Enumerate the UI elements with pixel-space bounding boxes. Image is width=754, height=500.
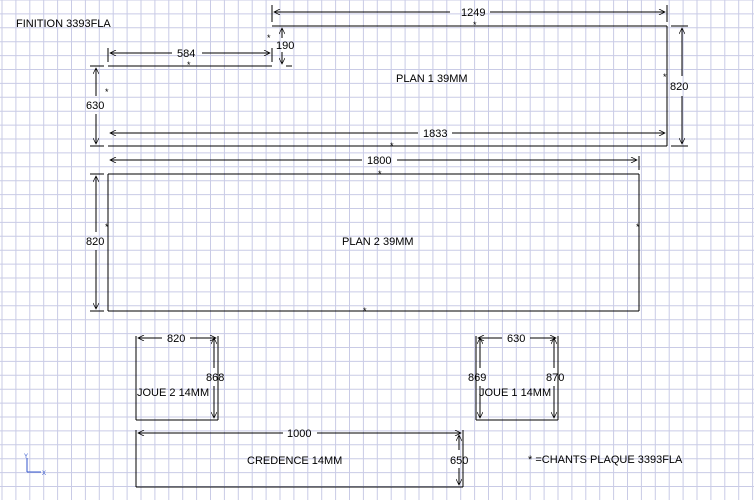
ucs-icon: Y X [24,454,46,477]
joue2-dim-height: 868 [206,372,224,384]
credence-dim-length: 1000 [287,428,311,440]
piece-plan2: PLAN 2 39MM 1800 820 * * * * [86,155,640,316]
piece-plan1: PLAN 1 39MM 1249 584 190 630 820 18 [86,5,688,151]
edge-banding-mark: * [473,20,477,30]
edge-legend: * =CHANTS PLAQUE 3393FLA [528,454,683,466]
edge-banding-mark: * [105,87,109,97]
joue1-label: JOUE 1 14MM [479,387,551,399]
edge-banding-mark: * [363,306,367,316]
plan1-dim-right-depth: 820 [670,81,688,93]
edge-banding-mark: * [105,222,109,232]
ucs-x-label: X [42,471,46,477]
plan2-dim-length: 1800 [367,155,391,167]
joue2-dim-width: 820 [167,333,185,345]
plan2-dim-depth: 820 [86,236,104,248]
plan1-dim-left-depth: 630 [86,100,104,112]
edge-banding-mark: * [390,141,394,151]
joue1-dim-width: 630 [507,333,525,345]
credence-label: CREDENCE 14MM [247,455,342,467]
joue1-dim-height-right: 870 [546,372,564,384]
edge-banding-mark: * [636,222,640,232]
plan2-label: PLAN 2 39MM [342,236,414,248]
finish-title: FINITION 3393FLA [16,18,111,30]
plan1-dim-total-length: 1833 [423,128,447,140]
piece-joue1: JOUE 1 14MM 630 869 870 [468,333,564,421]
plan1-dim-top-length: 1249 [461,7,485,19]
credence-dim-height: 650 [450,455,468,467]
piece-joue2: JOUE 2 14MM 820 868 [135,333,224,421]
ucs-y-label: Y [24,454,28,460]
edge-banding-mark: * [663,72,667,82]
piece-credence: CREDENCE 14MM 1000 650 [135,428,468,488]
joue1-dim-height-left: 869 [468,372,486,384]
joue2-label: JOUE 2 14MM [137,387,209,399]
plan1-dim-step-depth: 190 [276,40,294,52]
edge-banding-mark: * [378,169,382,179]
edge-banding-mark: * [187,60,191,70]
plan1-dim-step-width: 584 [177,48,195,60]
edge-banding-mark: * [267,33,271,43]
plan1-label: PLAN 1 39MM [396,73,468,85]
